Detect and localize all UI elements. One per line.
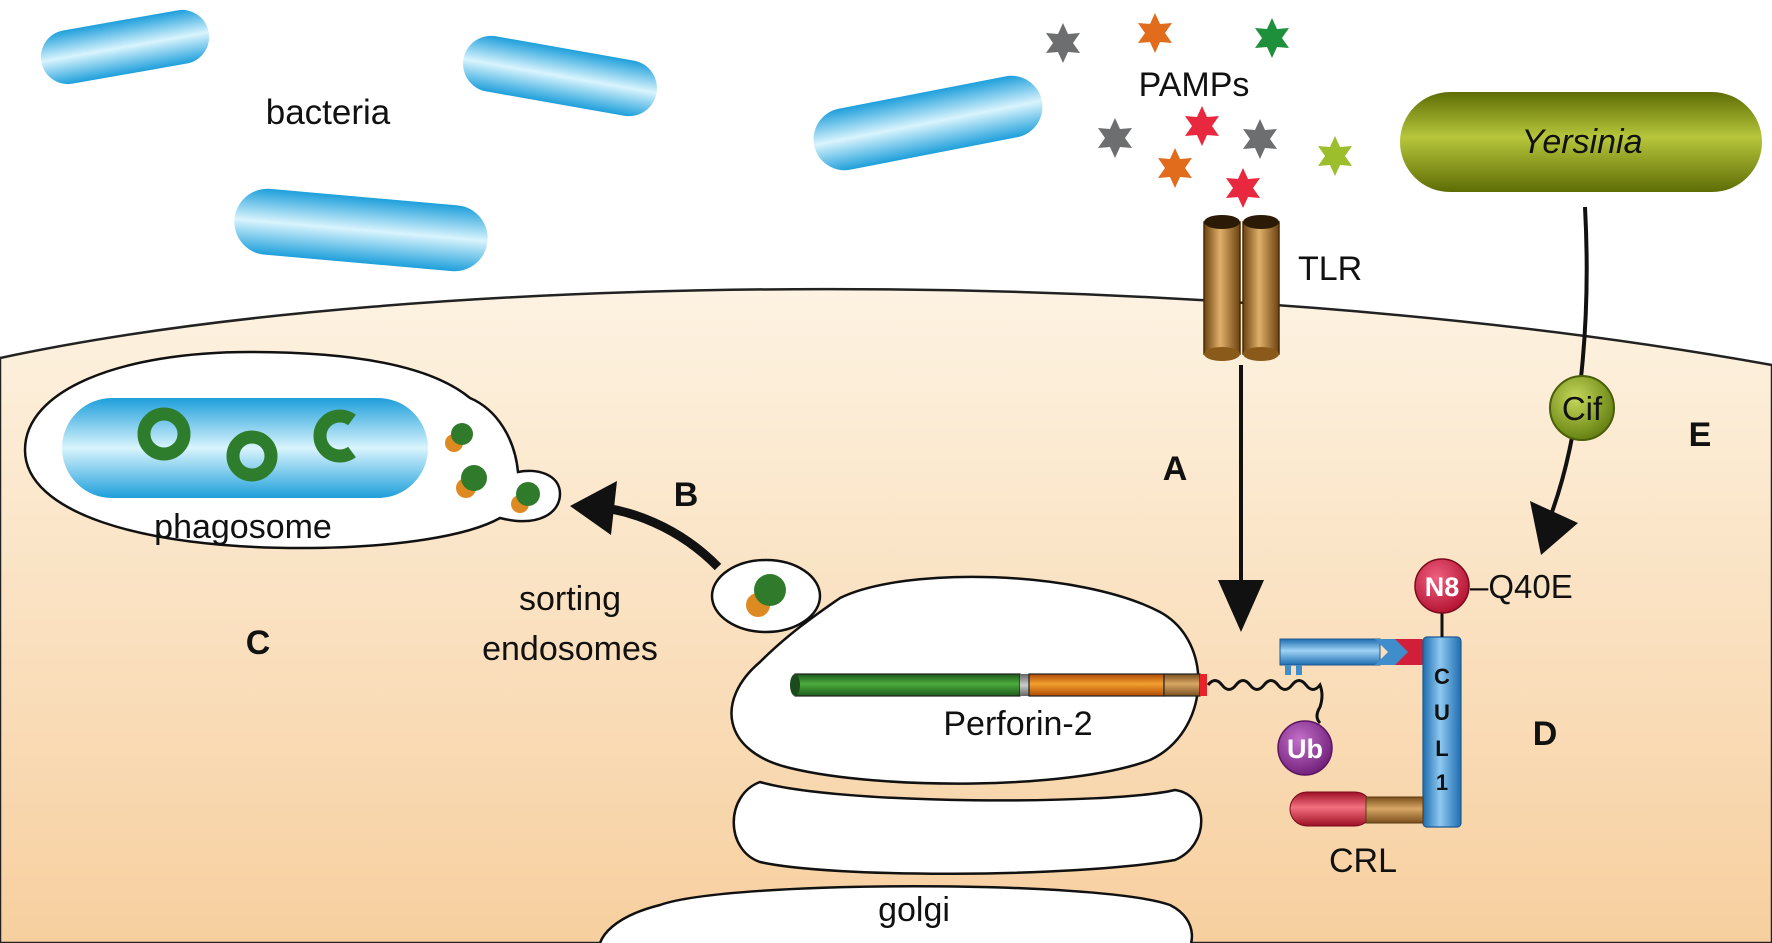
- ubiquitin: [1277, 720, 1333, 776]
- phagosome: [23, 350, 562, 550]
- tlr-label: TLR: [1298, 250, 1362, 288]
- crl-label: CRL: [1329, 842, 1397, 880]
- ubiquitin-linker: [1206, 679, 1324, 725]
- protein-cluster-icon: [746, 574, 786, 617]
- star-icon: [1138, 13, 1172, 53]
- star-icon: [1318, 136, 1352, 176]
- q40e-label: –Q40E: [1470, 568, 1573, 605]
- step-d-label: D: [1533, 715, 1558, 753]
- tlr-receptor: [1203, 215, 1280, 361]
- cul1-letter-u: U: [1434, 700, 1450, 725]
- golgi-label: golgi: [878, 891, 950, 929]
- pore-ring-icon: [137, 407, 191, 461]
- star-icon: [1226, 168, 1260, 208]
- pore-ring-icon: [313, 409, 356, 463]
- protein-cluster-icon: [445, 423, 473, 452]
- arrow-icon: [570, 481, 617, 535]
- star-icon: [1046, 23, 1080, 63]
- golgi-cisterna: [732, 780, 1203, 876]
- cif-effector: [1549, 375, 1615, 441]
- golgi-cisterna: [598, 885, 1194, 943]
- bacteria-label: bacteria: [266, 93, 391, 132]
- bacterium: [813, 75, 1043, 171]
- cul1-letter-l: L: [1435, 736, 1448, 761]
- arrow-icon: [1530, 501, 1578, 555]
- star-icon: [1185, 106, 1219, 146]
- protein-cluster-icon: [456, 465, 487, 498]
- cul1-letter-1: 1: [1436, 770, 1448, 795]
- cul1-letter-c: C: [1434, 664, 1450, 689]
- pamp-stars: [1046, 13, 1352, 208]
- yersinia-bacterium: [1400, 92, 1762, 192]
- pamps-label: PAMPs: [1139, 66, 1250, 104]
- star-icon: [1158, 148, 1192, 188]
- yersinia-label: Yersinia: [1522, 123, 1643, 161]
- step-e-label: E: [1689, 416, 1712, 454]
- protein-cluster-icon: [511, 482, 540, 513]
- step-a-label: A: [1163, 450, 1188, 488]
- sorting-label: sorting: [519, 580, 621, 618]
- crl-complex: [1279, 636, 1462, 828]
- step-b-label: B: [674, 476, 699, 514]
- step-c-label: C: [246, 624, 271, 662]
- phagosome-label: phagosome: [154, 508, 332, 546]
- cif-label: Cif: [1562, 390, 1603, 427]
- nedd8: [1414, 558, 1470, 614]
- pore-ring-icon: [226, 430, 278, 482]
- bacterium: [463, 35, 657, 117]
- arrow-icon: [1550, 206, 1589, 513]
- bacterium: [234, 188, 488, 272]
- endosomes-label: endosomes: [482, 630, 658, 668]
- perforin2-label: Perforin-2: [943, 705, 1092, 743]
- ub-label: Ub: [1287, 734, 1323, 764]
- perforin2-protein: [790, 673, 1207, 697]
- star-icon: [1255, 18, 1289, 58]
- arrow-icon: [1218, 580, 1264, 632]
- star-icon: [1098, 118, 1132, 158]
- bacterium: [40, 9, 210, 85]
- n8-label: N8: [1425, 572, 1460, 602]
- star-icon: [1243, 119, 1277, 159]
- engulfed-bacterium: [62, 398, 428, 498]
